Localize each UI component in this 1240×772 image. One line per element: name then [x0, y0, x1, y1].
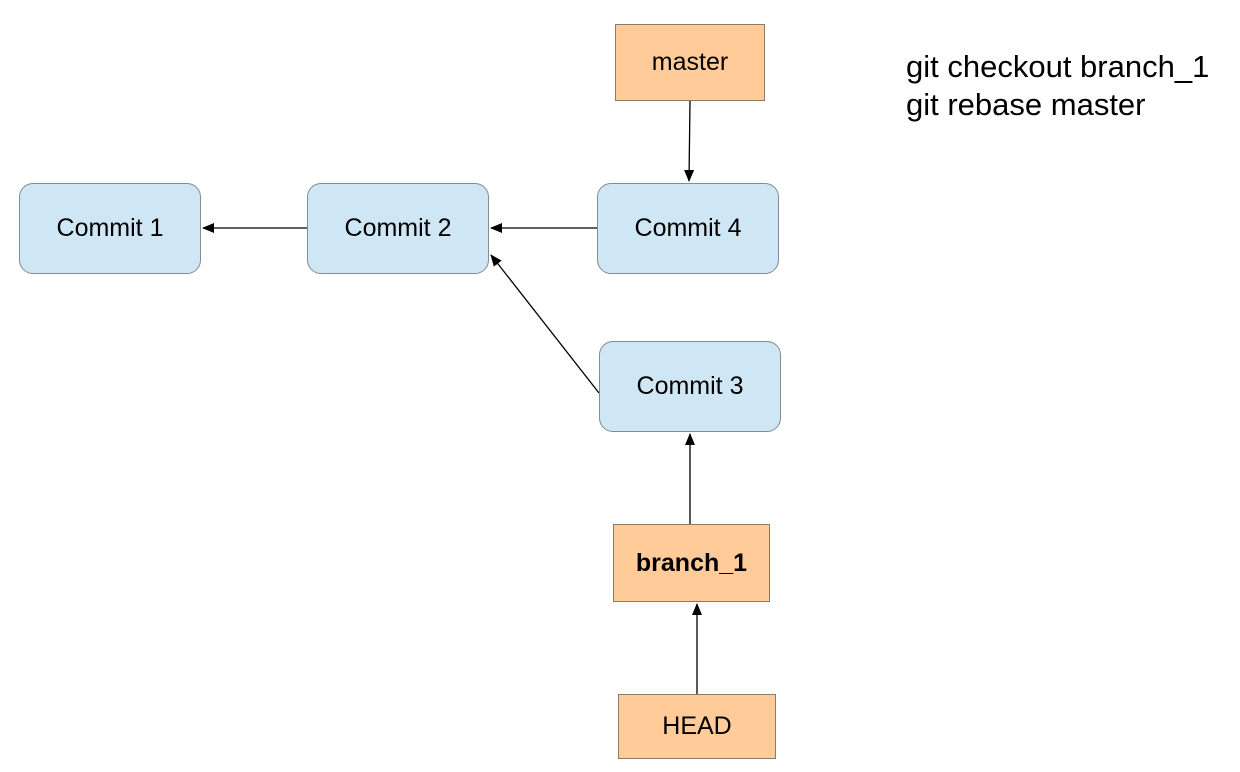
- branch-1-ref-node: branch_1: [613, 524, 770, 602]
- edge-commit3-to-commit2: [490, 254, 600, 394]
- commit-4-node: Commit 4: [597, 183, 779, 274]
- branch-1-label: branch_1: [635, 548, 748, 577]
- git-commands: git checkout branch_1 git rebase master: [906, 48, 1209, 124]
- master-ref-node: master: [615, 24, 765, 101]
- master-label: master: [651, 48, 729, 76]
- commit-4-label: Commit 4: [634, 214, 742, 242]
- commit-2-label: Commit 2: [344, 214, 452, 242]
- command-line-rebase: git rebase master: [906, 87, 1146, 122]
- commit-3-label: Commit 3: [636, 372, 744, 400]
- commit-3-node: Commit 3: [599, 341, 781, 432]
- edge-master-to-commit4: [684, 100, 695, 182]
- commit-1-node: Commit 1: [19, 183, 201, 274]
- head-ref-node: HEAD: [618, 694, 776, 759]
- command-line-checkout: git checkout branch_1: [906, 49, 1210, 84]
- commit-2-node: Commit 2: [307, 183, 489, 274]
- commit-1-label: Commit 1: [56, 214, 164, 242]
- head-label: HEAD: [662, 712, 732, 740]
